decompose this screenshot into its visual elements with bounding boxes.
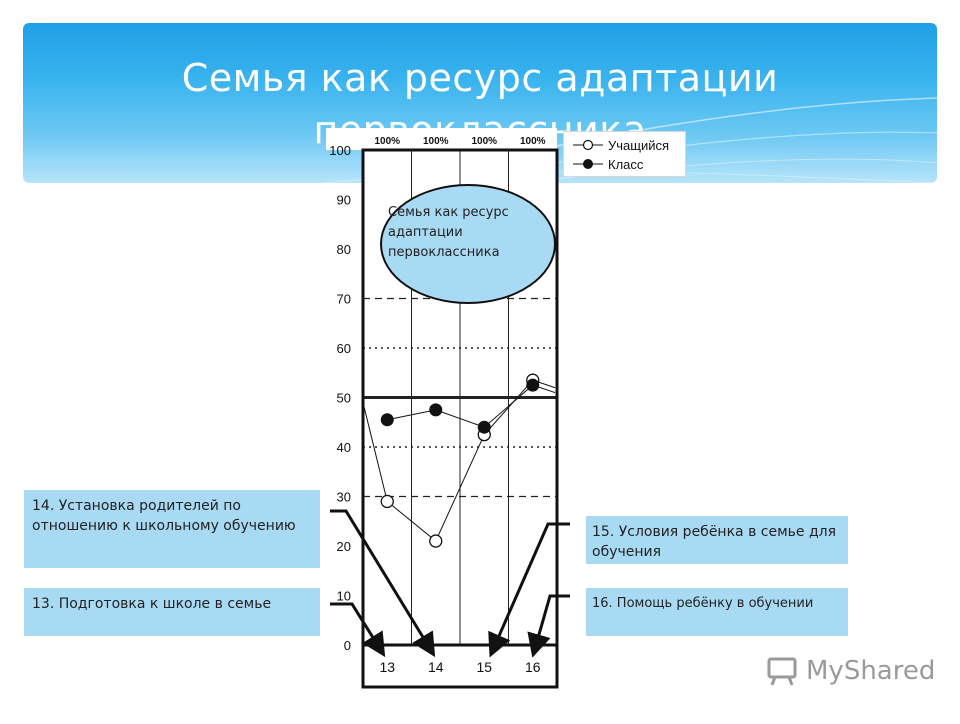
legend-item-student: Учащийся (572, 136, 669, 154)
data-point-class (477, 420, 491, 434)
legend-label-class: Класс (608, 156, 644, 172)
top-percent-label: 100% (423, 136, 449, 147)
legend-label-student: Учащийся (608, 137, 670, 153)
callout-ellipse-text: Семья как ресурс адаптации первоклассник… (388, 205, 509, 260)
data-point-class (526, 378, 540, 392)
y-tick-label: 50 (337, 391, 351, 406)
chart-header-bg (326, 128, 557, 150)
chart-legend: Учащийся Класс (563, 131, 686, 177)
watermark-text: MyShared (806, 656, 936, 686)
open-circle-marker-icon (573, 139, 603, 151)
x-tick-label: 16 (525, 659, 541, 675)
top-percent-label: 100% (374, 136, 400, 147)
y-tick-label: 10 (337, 589, 351, 604)
data-point-student (429, 534, 443, 548)
y-tick-label: 90 (337, 193, 351, 208)
legend-item-class: Класс (572, 155, 643, 173)
note-item-14: 14. Установка родителей по отношению к ш… (24, 490, 320, 568)
y-tick-label: 80 (337, 242, 351, 257)
x-tick-label: 15 (476, 659, 492, 675)
x-tick-label: 13 (379, 659, 395, 675)
note-item-13: 13. Подготовка к школе в семье (24, 588, 320, 636)
y-tick-label: 40 (337, 440, 351, 455)
y-tick-label: 30 (337, 490, 351, 505)
y-tick-label: 0 (344, 638, 351, 653)
filled-circle-marker-icon (573, 159, 603, 169)
data-point-class (380, 413, 394, 427)
data-point-class (429, 403, 443, 417)
watermark: MyShared (766, 656, 935, 686)
data-point-student (380, 494, 394, 509)
x-tick-label: 14 (428, 659, 444, 675)
callout-ellipse (380, 184, 556, 304)
projector-board-icon (767, 657, 797, 686)
note-item-15: 15. Условия ребёнка в семье для обучения (586, 516, 848, 564)
y-tick-label: 70 (337, 292, 351, 307)
plot-frame (361, 148, 559, 689)
top-percent-label: 100% (520, 136, 546, 147)
top-percent-label: 100% (471, 136, 497, 147)
note-item-16: 16. Помощь ребёнку в обучении (586, 588, 848, 636)
y-tick-label: 20 (337, 539, 351, 554)
y-tick-label: 60 (337, 341, 351, 356)
y-tick-label: 100 (329, 143, 351, 158)
